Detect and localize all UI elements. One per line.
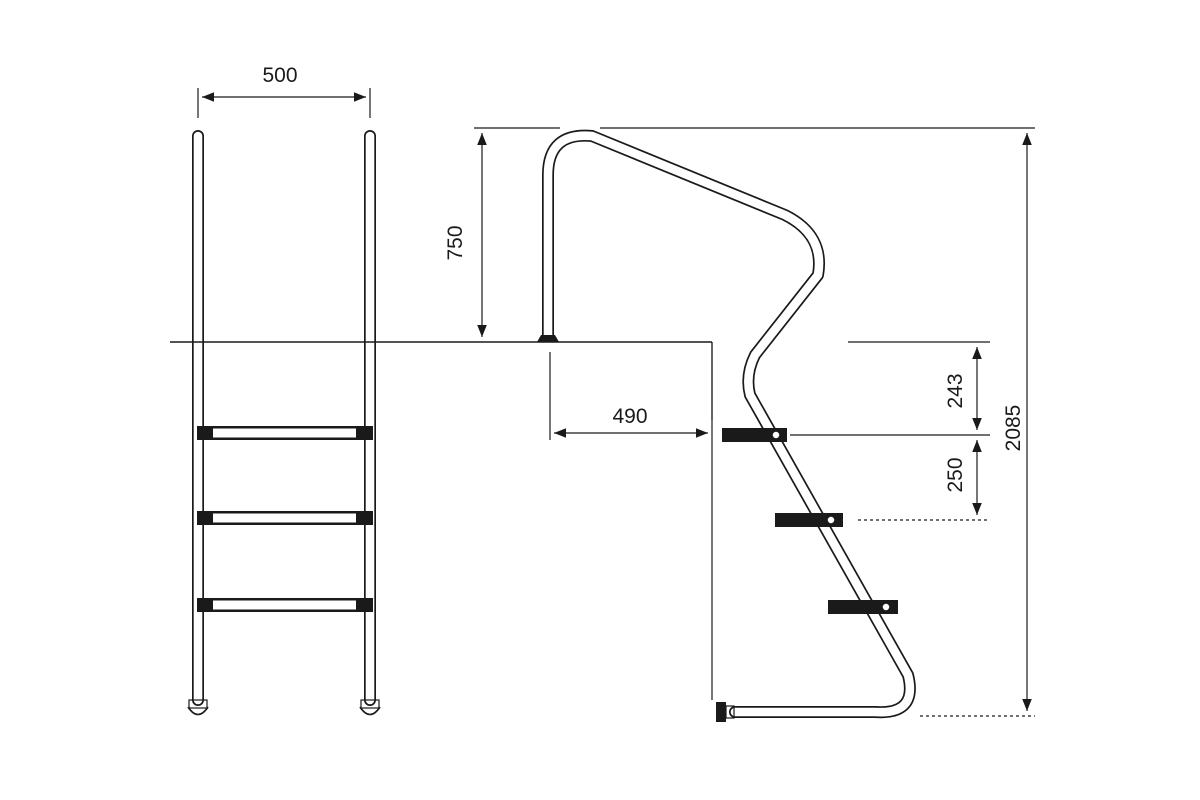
- dim-total-height: 2085: [600, 127, 1035, 717]
- side-handrail: [537, 129, 916, 722]
- side-view: 750 490 243 250 2085: [444, 127, 1035, 722]
- front-view: 500: [187, 64, 381, 716]
- dim-total-height-label: 2085: [1002, 405, 1025, 452]
- dim-rail-height-label: 750: [444, 225, 467, 260]
- front-step-3: [197, 598, 373, 612]
- front-step-2: [197, 511, 373, 525]
- dim-first-step-label: 243: [944, 373, 967, 408]
- front-step-1: [197, 426, 373, 440]
- dim-width: 500: [197, 64, 371, 118]
- dim-step-heights: 243 250: [790, 341, 990, 521]
- dim-rail-height: 750: [444, 127, 560, 337]
- front-left-rail: [187, 130, 209, 716]
- dim-depth: 490: [554, 405, 708, 438]
- side-step-2: [775, 513, 843, 527]
- side-step-1: [722, 428, 787, 442]
- front-right-rail: [359, 130, 381, 716]
- deck-line: [170, 341, 713, 700]
- side-step-3: [828, 600, 898, 614]
- dim-width-label: 500: [262, 64, 297, 87]
- dim-depth-label: 490: [612, 405, 647, 428]
- dim-step-spacing-label: 250: [944, 457, 967, 492]
